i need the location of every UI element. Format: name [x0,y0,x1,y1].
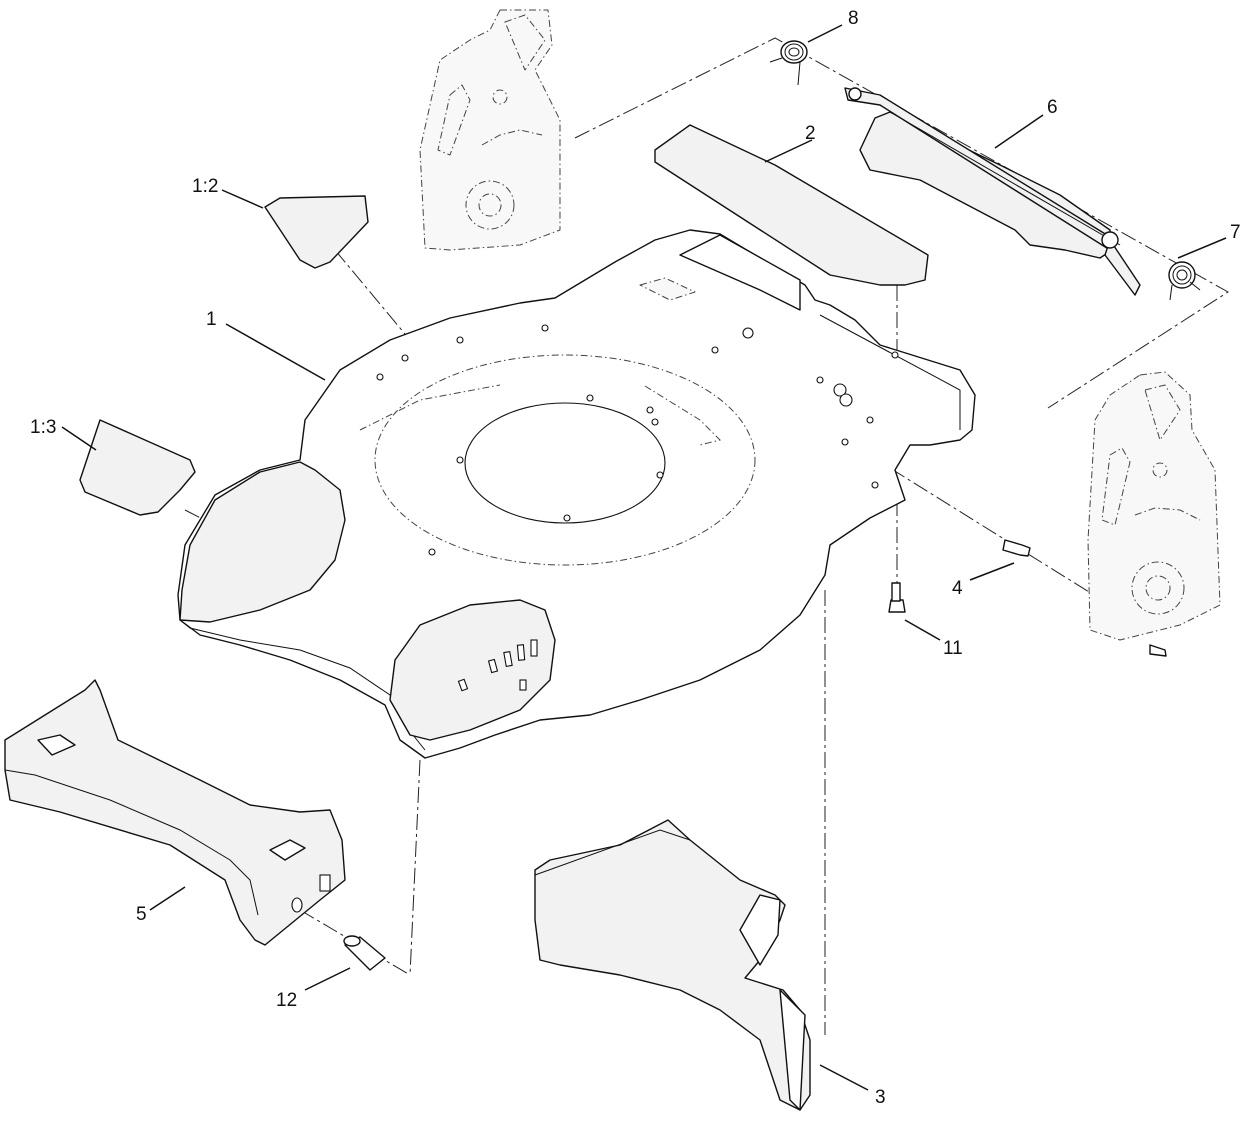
torsion-spring-7 [1168,261,1201,301]
rear-axle-assembly [844,87,1141,296]
decal-1-2 [264,195,369,269]
discharge-vent-slots [457,639,538,692]
bolt-4 [1002,539,1167,657]
callout-5: 5 [136,904,147,925]
front-axle-carrier [4,679,346,946]
callout-11: 11 [943,638,963,659]
bolt-11 [888,582,906,613]
spacer-12 [343,935,386,971]
callout-2: 2 [805,123,816,144]
callout-1-3: 1:3 [30,417,56,438]
mower-deck-housing [177,229,976,759]
callout-8: 8 [848,8,859,29]
rear-discharge-deflector [534,819,811,1111]
callout-3: 3 [875,1087,886,1108]
callout-4: 4 [952,578,963,599]
right-height-adjust-bracket [1087,371,1221,641]
callout-leader-lines [61,24,1227,1091]
left-height-adjust-bracket [419,9,561,251]
torsion-spring-8 [769,40,808,86]
callout-6: 6 [1047,97,1058,118]
callout-1-2: 1:2 [192,176,218,197]
callout-labels: 1 1:2 1:3 2 3 4 5 6 7 8 11 12 [30,8,1241,1108]
baffle-part-2 [654,124,929,286]
callout-7: 7 [1230,222,1241,243]
callout-1: 1 [206,309,217,330]
deck-mounting-holes [376,324,899,556]
decal-1-3 [79,419,196,516]
callout-12: 12 [276,990,297,1011]
